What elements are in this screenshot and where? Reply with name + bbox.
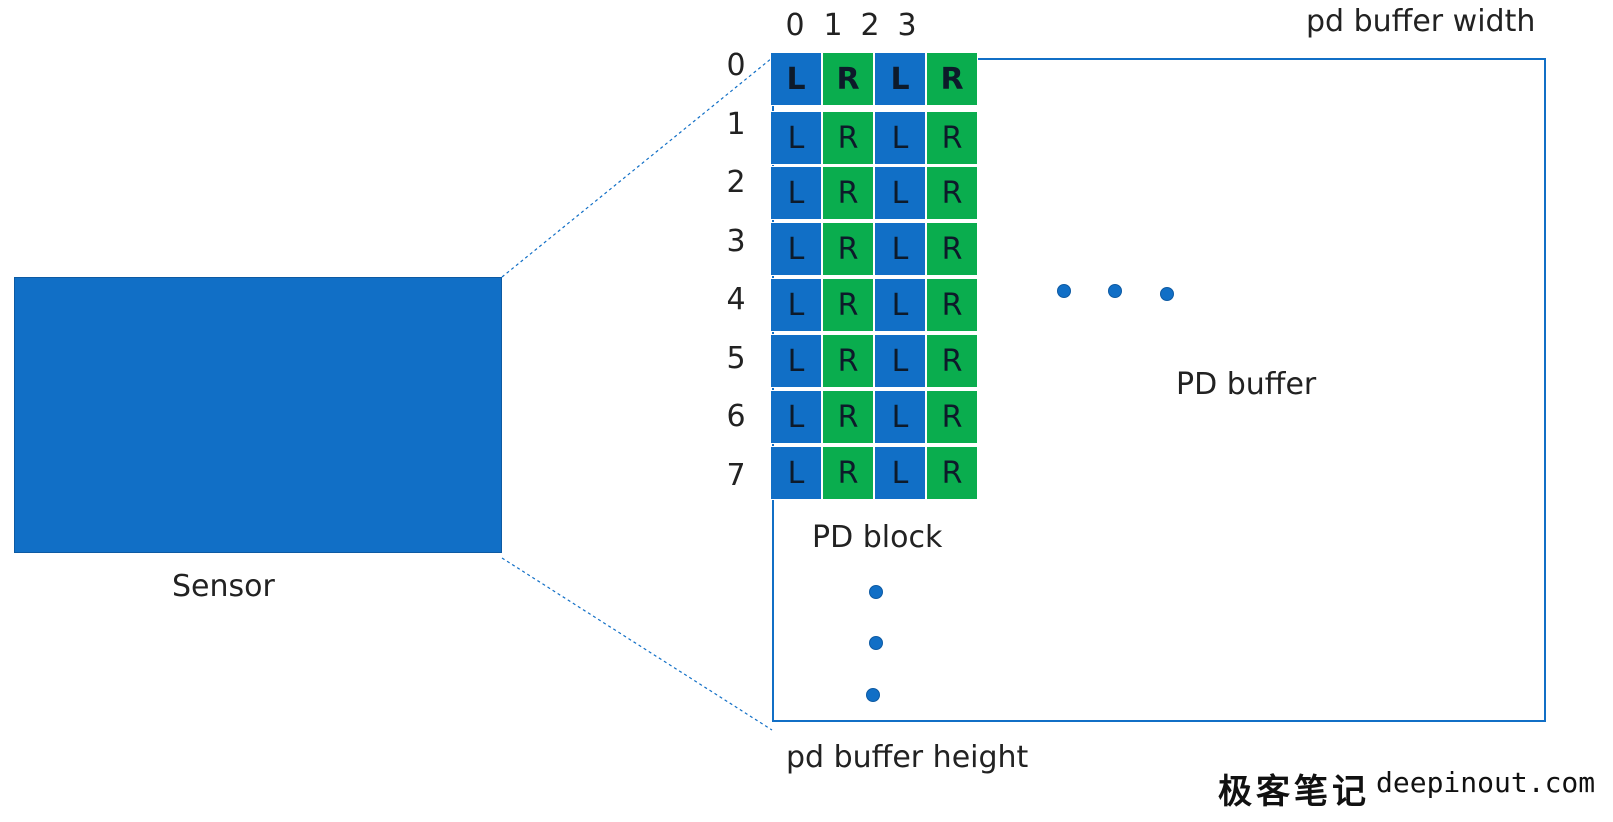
pd-cell-l: L (874, 278, 926, 332)
pd-cell-l: L (770, 334, 822, 388)
row-header-4: 4 (726, 282, 746, 317)
watermark-url-text: deepinout.com (1376, 766, 1596, 799)
pd-cell-l: L (770, 222, 822, 276)
pd-cell-l: L (874, 222, 926, 276)
pd-cell-l: L (874, 334, 926, 388)
column-header-3: 3 (897, 8, 917, 43)
pd-cell-r: R (926, 222, 978, 276)
pd-cell-l: L (770, 166, 822, 220)
pd-cell-r: R (822, 222, 874, 276)
vertical-ellipsis-dot (866, 688, 880, 702)
row-header-3: 3 (726, 224, 746, 259)
pd-cell-l: L (770, 278, 822, 332)
pd-cell-r: R (822, 446, 874, 500)
row-header-2: 2 (726, 165, 746, 200)
sensor-rect (14, 277, 502, 553)
pd-cell-r: R (822, 166, 874, 220)
pd-cell-r: R (926, 166, 978, 220)
pd-cell-l: L (770, 446, 822, 500)
pd-buffer-width-label: pd buffer width (1306, 4, 1536, 39)
pd-cell-l: L (874, 390, 926, 444)
connector-bottom-line (501, 557, 773, 731)
row-header-5: 5 (726, 341, 746, 376)
pd-cell-r: R (926, 446, 978, 500)
row-header-0: 0 (726, 48, 746, 83)
pd-cell-r: R (926, 390, 978, 444)
pd-cell-r: R (822, 334, 874, 388)
pd-cell-r: R (926, 334, 978, 388)
pd-cell-l: L (770, 111, 822, 165)
column-header-1: 1 (823, 8, 843, 43)
pd-cell-l: L (874, 446, 926, 500)
pd-cell-l: L (874, 52, 926, 106)
pd-cell-r: R (822, 390, 874, 444)
column-header-0: 0 (785, 8, 805, 43)
pd-cell-r: R (926, 111, 978, 165)
horizontal-ellipsis-dot (1108, 284, 1122, 298)
pd-block-label: PD block (812, 520, 943, 555)
watermark-chinese-text: 极客笔记 (1218, 772, 1370, 812)
row-header-7: 7 (726, 458, 746, 493)
pd-cell-l: L (874, 111, 926, 165)
pd-buffer-label: PD buffer (1176, 367, 1317, 402)
vertical-ellipsis-dot (869, 636, 883, 650)
vertical-ellipsis-dot (869, 585, 883, 599)
pd-buffer-height-label: pd buffer height (786, 740, 1029, 775)
pd-cell-l: L (874, 166, 926, 220)
pd-cell-r: R (822, 111, 874, 165)
row-header-1: 1 (726, 107, 746, 142)
horizontal-ellipsis-dot (1160, 287, 1174, 301)
pd-cell-r: R (926, 278, 978, 332)
pd-cell-r: R (822, 52, 874, 106)
horizontal-ellipsis-dot (1057, 284, 1071, 298)
pd-cell-r: R (822, 278, 874, 332)
pd-cell-r: R (926, 52, 978, 106)
pd-cell-l: L (770, 390, 822, 444)
sensor-label: Sensor (172, 569, 275, 604)
pd-cell-l: L (770, 52, 822, 106)
column-header-2: 2 (860, 8, 880, 43)
row-header-6: 6 (726, 399, 746, 434)
